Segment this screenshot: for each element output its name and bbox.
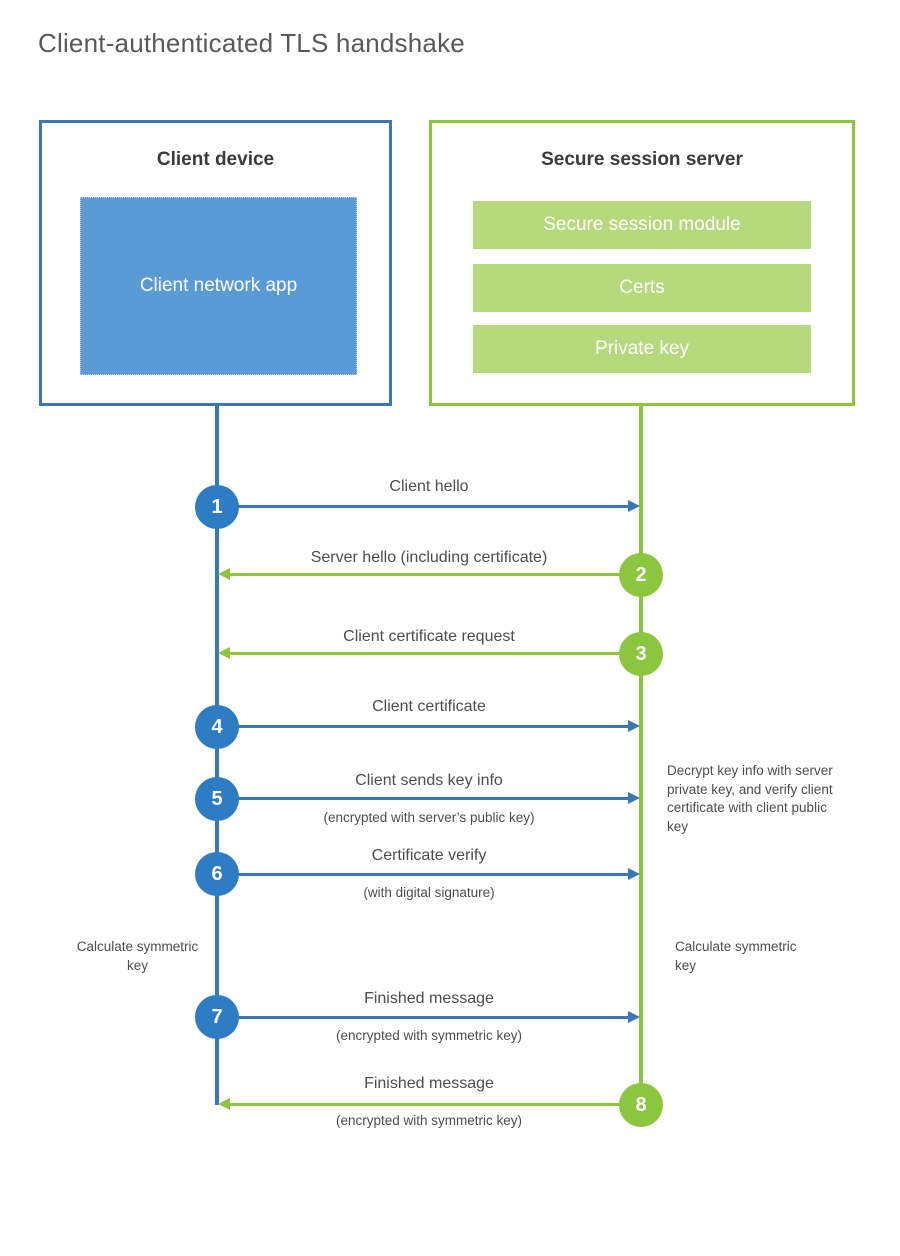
arrowhead-right-icon [628,868,640,880]
step-8-label: Finished message [364,1075,494,1092]
step-7-marker[interactable]: 7 [195,995,239,1039]
step-7-arrow [217,1011,640,1023]
secure-session-server-box: Secure session server Secure session mod… [429,120,855,406]
step-1-marker[interactable]: 1 [195,485,239,529]
secure-session-server-title: Secure session server [541,149,743,170]
server-component-secure-session-module: Secure session module [473,201,811,249]
page-title: Client-authenticated TLS handshake [38,28,465,58]
step-2-marker[interactable]: 2 [619,553,663,597]
step-5-marker[interactable]: 5 [195,777,239,821]
client-network-app-label: Client network app [139,275,298,297]
step-2-arrow [218,568,641,580]
client-device-title: Client device [156,149,275,170]
step-1-label: Client hello [389,478,469,495]
step-5-arrow [217,792,640,804]
step-3-label: Client certificate request [343,628,515,645]
client-device-box: Client device Client network app [39,120,392,406]
step-5-label: Client sends key info [355,772,503,789]
step-6-arrow [217,868,640,880]
arrowhead-left-icon [218,647,230,659]
arrowhead-left-icon [218,1098,230,1110]
client-lifeline [215,405,219,1105]
arrowhead-right-icon [628,500,640,512]
step-1-arrow [217,500,640,512]
step-4-label: Client certificate [372,698,486,715]
arrowhead-right-icon [628,792,640,804]
step-8-marker[interactable]: 8 [619,1083,663,1127]
arrowhead-right-icon [628,1011,640,1023]
server-calculate-symmetric-key-note: Calculate symmetric key [675,939,797,973]
server-component-certs: Certs [473,264,811,312]
step-7-label: Finished message [364,990,494,1007]
step-5-sublabel: (encrypted with server’s public key) [323,810,535,825]
step-6-label: Certificate verify [371,847,487,864]
step-6-marker[interactable]: 6 [195,852,239,896]
step-4-marker[interactable]: 4 [195,705,239,749]
server-component-private-key: Private key [473,325,811,373]
step-2-label: Server hello (including certificate) [310,549,548,566]
arrowhead-right-icon [628,720,640,732]
step-7-sublabel: (encrypted with symmetric key) [335,1028,523,1043]
step-4-arrow [217,720,640,732]
step-6-sublabel: (with digital signature) [363,885,495,900]
step-8-sublabel: (encrypted with symmetric key) [335,1113,523,1128]
arrowhead-left-icon [218,568,230,580]
step-8-arrow [218,1098,641,1110]
step-3-marker[interactable]: 3 [619,632,663,676]
server-decrypt-note: Decrypt key info with server private key… [667,763,833,834]
step-3-arrow [218,647,641,659]
server-lifeline [639,405,643,1105]
client-network-app-block: Client network app [80,197,357,375]
client-calculate-symmetric-key-note: Calculate symmetric key [76,939,199,973]
